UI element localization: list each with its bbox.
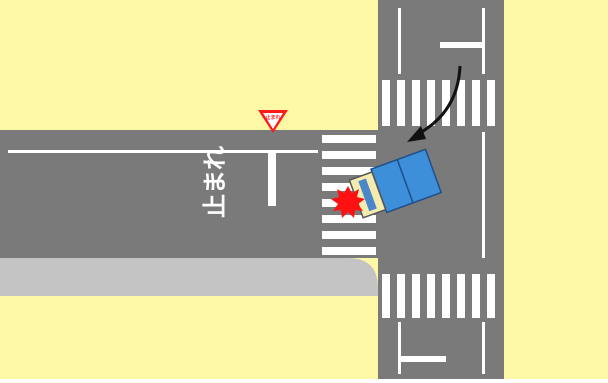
collision-burst-icon	[331, 186, 365, 218]
road-marking-stop-text: 止まれ	[201, 146, 229, 218]
crosswalk-top	[382, 80, 495, 126]
horizontal-road-line	[8, 150, 318, 153]
truck-icon	[348, 148, 443, 219]
stop-sign-text: 止まれ	[265, 114, 280, 121]
crosswalk-bottom	[382, 274, 495, 318]
curved-arrow-icon	[407, 65, 462, 142]
sidewalk	[0, 258, 378, 296]
horizontal-road	[0, 130, 378, 258]
stop-line	[268, 150, 276, 206]
yield-triangle-sign-icon: 止まれ	[258, 110, 288, 133]
vertical-road-lines	[398, 8, 485, 374]
